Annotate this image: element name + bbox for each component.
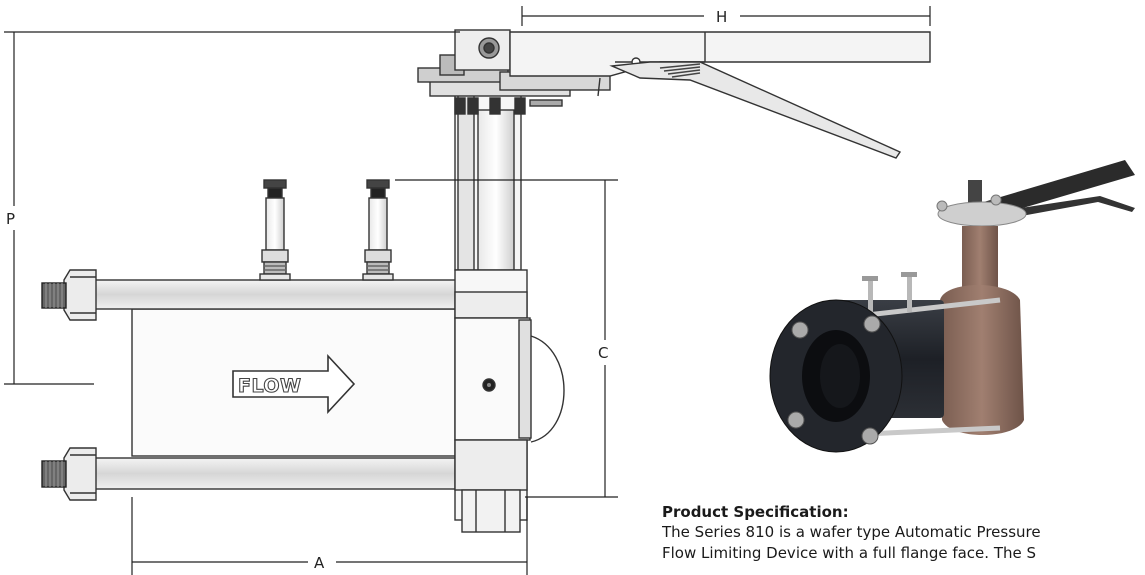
top-tie-rod bbox=[41, 269, 461, 321]
product-specification: Product Specification: The Series 810 is… bbox=[662, 502, 1145, 564]
test-port-left bbox=[259, 179, 291, 281]
spec-line-2: Flow Limiting Device with a full flange … bbox=[662, 544, 1037, 562]
dim-label-c: C bbox=[598, 344, 608, 362]
line-drawing: FLOW bbox=[4, 6, 931, 575]
spec-line-1: The Series 810 is a wafer type Automatic… bbox=[662, 523, 1041, 541]
dimension-lines bbox=[4, 6, 931, 575]
flow-arrow: FLOW bbox=[232, 353, 356, 415]
test-port-right bbox=[362, 179, 394, 281]
flow-label: FLOW bbox=[238, 375, 302, 397]
valve-housing bbox=[454, 57, 565, 533]
product-photo bbox=[769, 160, 1135, 453]
dim-label-h: H bbox=[716, 8, 727, 26]
dim-label-p: P bbox=[6, 210, 15, 228]
handle-mechanism bbox=[417, 29, 931, 159]
dim-label-a: A bbox=[314, 554, 325, 572]
spec-title: Product Specification: bbox=[662, 503, 849, 521]
